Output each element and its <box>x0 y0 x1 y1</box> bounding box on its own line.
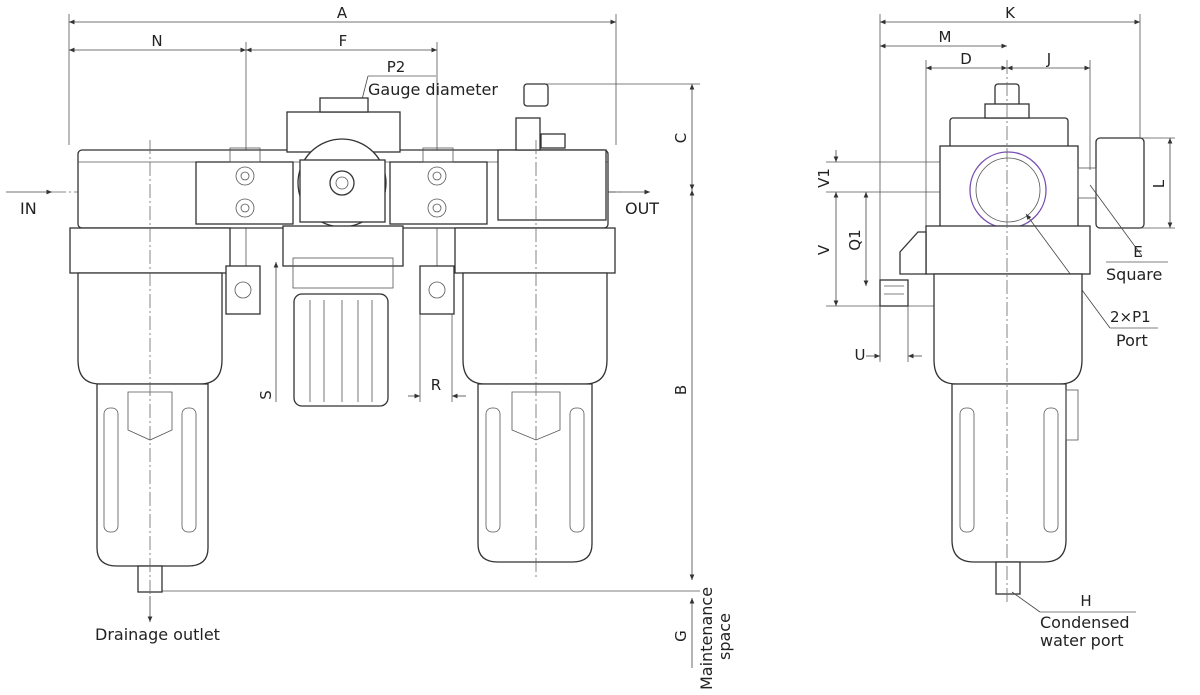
port-label: Port <box>1116 331 1148 350</box>
dim-f-label: F <box>339 32 348 50</box>
in-label: IN <box>20 199 37 218</box>
dim-n-label: N <box>151 32 162 50</box>
side-view: K M D J V1 V Q1 <box>815 4 1175 650</box>
gauge-diameter-label: Gauge diameter <box>368 80 498 99</box>
dim-q1-label: Q1 <box>846 229 864 250</box>
dim-l-label: L <box>1150 179 1168 188</box>
dim-d-label: D <box>960 50 972 68</box>
out-label: OUT <box>625 199 659 218</box>
dim-e-label: E <box>1133 243 1142 261</box>
dim-u-label: U <box>855 346 866 364</box>
dim-g-label: G <box>672 630 690 642</box>
drainage-outlet-label: Drainage outlet <box>95 625 220 644</box>
dim-k-label: K <box>1005 4 1016 22</box>
condensed-label-1: Condensed <box>1040 613 1130 632</box>
front-view: A N F P2 Gauge diameter C B G Maintenanc… <box>6 4 734 690</box>
dim-m-label: M <box>939 28 952 46</box>
dim-r-label: R <box>431 376 441 394</box>
condensed-label-2: water port <box>1040 631 1123 650</box>
square-label: Square <box>1106 265 1162 284</box>
dim-a-label: A <box>337 4 348 22</box>
dim-j-label: J <box>1046 50 1051 68</box>
dim-v1-label: V1 <box>815 168 833 188</box>
dim-h-label: H <box>1080 592 1091 610</box>
dim-b-label: B <box>672 385 690 395</box>
maintenance-label-1: Maintenance <box>697 587 716 690</box>
dim-v-label: V <box>815 244 833 255</box>
dim-2p1-label: 2×P1 <box>1110 308 1151 326</box>
dim-s-label: S <box>257 390 275 400</box>
maintenance-label-2: space <box>715 613 734 660</box>
dim-p2-label: P2 <box>387 58 406 76</box>
dim-c-label: C <box>672 133 690 143</box>
